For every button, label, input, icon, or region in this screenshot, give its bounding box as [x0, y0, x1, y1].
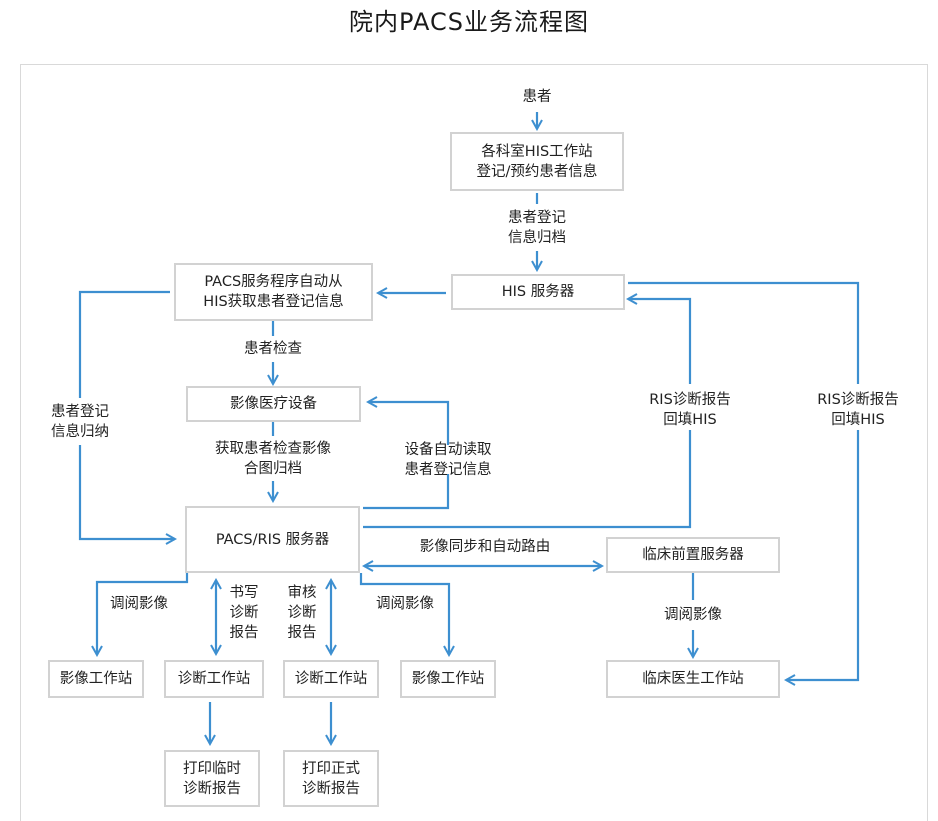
his-server-box: HIS 服务器	[451, 274, 625, 310]
pacs-auto-line-1: PACS服务程序自动从	[204, 274, 343, 290]
pacs-ris-server-label: PACS/RIS 服务器	[215, 531, 330, 548]
diagnosis-workstation-1-box: 诊断工作站	[164, 660, 264, 698]
imaging-device-label: 影像医疗设备	[230, 396, 317, 412]
arrow-view-right	[359, 573, 449, 655]
write-report-label: 书写 诊断 报告	[226, 583, 262, 643]
pacs-auto-line-2: HIS获取患者登记信息	[203, 294, 344, 310]
arrow-ris-back-2-to-clinical-doctor	[786, 430, 860, 680]
arrow-ris-back-1-to-his	[628, 299, 692, 384]
get-images-line-2: 合图归档	[244, 461, 302, 477]
get-images-line-1: 获取患者检查影像	[215, 441, 331, 457]
pacs-ris-server-box: PACS/RIS 服务器	[185, 506, 360, 573]
review-line-2: 诊断	[287, 605, 317, 621]
print-formal-line-1: 打印正式	[302, 760, 360, 777]
view-clinical-label: 调阅影像	[664, 607, 722, 623]
device-read-line-1: 设备自动读取	[404, 442, 492, 458]
image-workstation-right-box: 影像工作站	[400, 660, 496, 698]
ris-back-1-line-2: 回填HIS	[663, 412, 717, 428]
arrow-view-left	[97, 573, 189, 655]
his-workstation-box: 各科室HIS工作站 登记/预约患者信息	[450, 132, 624, 191]
review-report-label: 审核 诊断 报告	[284, 583, 320, 643]
image-workstation-left-label: 影像工作站	[59, 671, 133, 687]
clinical-front-server-label: 临床前置服务器	[642, 547, 744, 563]
ris-back-1-line-1: RIS诊断报告	[649, 392, 731, 408]
archive-line-1: 患者登记	[508, 210, 566, 226]
ris-back-1-label: RIS诊断报告 回填HIS	[638, 390, 742, 430]
view-left-label: 调阅影像	[110, 596, 168, 612]
print-temp-report-box: 打印临时 诊断报告	[164, 750, 260, 807]
image-workstation-right-label: 影像工作站	[411, 671, 485, 687]
get-images-label: 获取患者检查影像 合图归档	[200, 439, 346, 479]
diagnosis-workstation-2-box: 诊断工作站	[283, 660, 379, 698]
clinical-doctor-workstation-box: 临床医生工作站	[606, 660, 780, 698]
line-ris-back-1-bottom	[363, 430, 692, 529]
ris-back-2-line-2: 回填HIS	[831, 412, 885, 428]
arrow-device-read-to-device	[368, 402, 450, 445]
diagram-panel	[20, 64, 928, 821]
his-server-label: HIS 服务器	[501, 284, 575, 300]
clinical-front-server-box: 临床前置服务器	[606, 537, 780, 573]
exam-label: 患者检查	[244, 341, 302, 357]
his-workstation-line-1: 各科室HIS工作站	[481, 143, 593, 160]
device-read-label: 设备自动读取 患者登记信息	[388, 440, 508, 480]
line-ris-back-2-top	[628, 281, 860, 384]
archive-line-2: 信息归档	[508, 230, 566, 246]
clinical-doctor-workstation-label: 临床医生工作站	[642, 671, 744, 687]
diagnosis-workstation-1-label: 诊断工作站	[177, 671, 251, 687]
write-line-1: 书写	[229, 585, 259, 601]
review-line-3: 报告	[287, 625, 317, 641]
pacs-auto-box: PACS服务程序自动从 HIS获取患者登记信息	[174, 263, 373, 321]
image-workstation-left-box: 影像工作站	[48, 660, 144, 698]
collect-line-2: 信息归纳	[51, 424, 109, 440]
sync-label: 影像同步和自动路由	[419, 539, 551, 555]
imaging-device-box: 影像医疗设备	[186, 386, 361, 422]
collect-line-1: 患者登记	[51, 404, 109, 420]
print-temp-line-1: 打印临时	[183, 760, 241, 777]
diagnosis-workstation-2-label: 诊断工作站	[294, 671, 368, 687]
ris-back-2-label: RIS诊断报告 回填HIS	[806, 390, 910, 430]
print-formal-line-2: 诊断报告	[302, 780, 360, 797]
patient-label: 患者	[522, 89, 552, 105]
page-title: 院内PACS业务流程图	[349, 8, 589, 36]
print-formal-report-box: 打印正式 诊断报告	[283, 750, 379, 807]
line-device-read-up	[363, 474, 450, 510]
write-line-3: 报告	[229, 625, 259, 641]
device-read-line-2: 患者登记信息	[404, 462, 492, 478]
write-line-2: 诊断	[229, 605, 259, 621]
line-left-collect-top	[78, 290, 170, 398]
archive-label: 患者登记 信息归档	[497, 208, 577, 248]
his-workstation-line-2: 登记/预约患者信息	[476, 163, 598, 180]
arrow-left-collect-bottom	[78, 445, 175, 539]
print-temp-line-2: 诊断报告	[183, 780, 241, 797]
review-line-1: 审核	[287, 585, 317, 601]
ris-back-2-line-1: RIS诊断报告	[817, 392, 899, 408]
view-right-label: 调阅影像	[376, 596, 434, 612]
collect-label: 患者登记 信息归纳	[40, 402, 120, 442]
